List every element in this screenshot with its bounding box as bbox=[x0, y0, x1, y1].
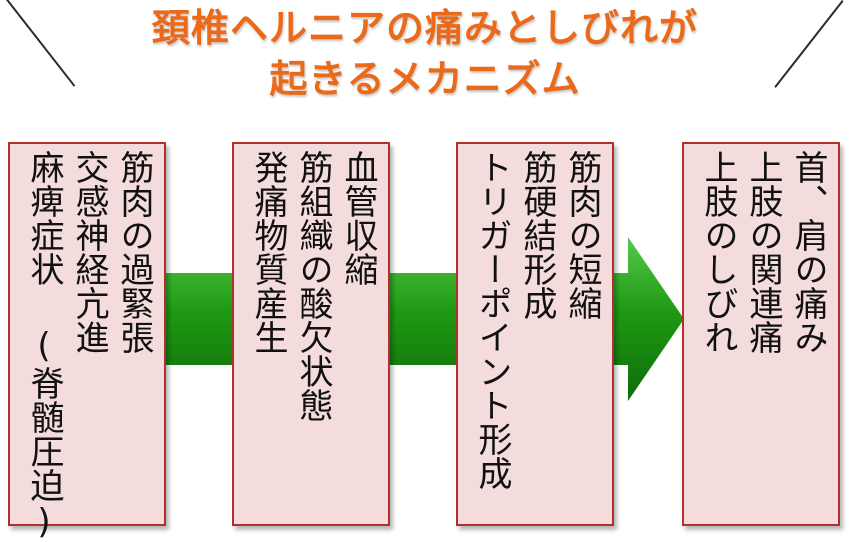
mechanism-box-2: 血管収縮 筋組織の酸欠状態 発痛物質産生 bbox=[232, 142, 390, 526]
title-line-2: 起きるメカニズム bbox=[269, 57, 581, 101]
title-line-1: 頚椎ヘルニアの痛みとしびれが bbox=[151, 6, 698, 50]
mechanism-box-4: 首、肩の痛み 上肢の関連痛 上肢のしびれ bbox=[682, 142, 840, 526]
mechanism-box-3: 筋肉の短縮 筋硬結形成 トリガーポイント形成 bbox=[456, 142, 614, 526]
mechanism-box-2-text: 血管収縮 筋組織の酸欠状態 発痛物質産生 bbox=[248, 150, 378, 422]
mechanism-box-3-text: 筋肉の短縮 筋硬結形成 トリガーポイント形成 bbox=[472, 150, 602, 490]
mechanism-box-4-text: 首、肩の痛み 上肢の関連痛 上肢のしびれ bbox=[698, 150, 828, 354]
mechanism-box-1: 筋肉の過緊張 交感神経亢進 麻痺症状 (脊髄圧迫) bbox=[8, 142, 166, 542]
mechanism-box-1-text: 筋肉の過緊張 交感神経亢進 麻痺症状 (脊髄圧迫) bbox=[24, 150, 154, 542]
